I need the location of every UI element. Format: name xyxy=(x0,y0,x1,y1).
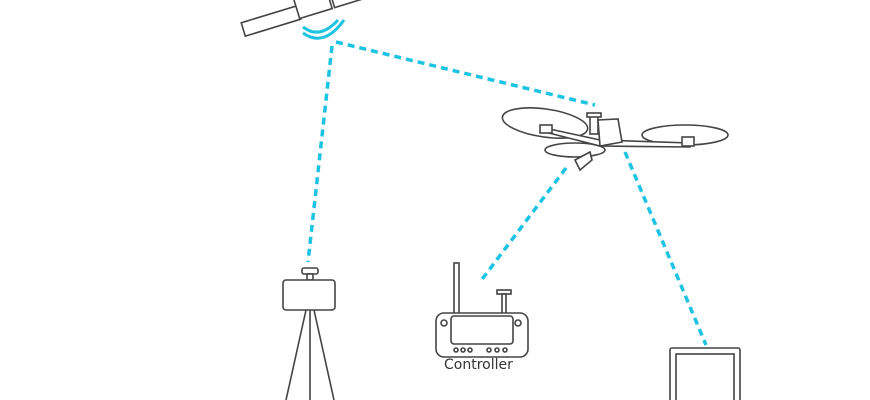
link-satellite-base xyxy=(306,45,334,263)
controller-buttons xyxy=(453,347,508,353)
link-drone-laptop xyxy=(623,151,708,346)
laptop-icon xyxy=(669,347,741,400)
link-lines xyxy=(306,40,708,346)
link-drone-controller xyxy=(478,166,568,284)
controller-label: Controller xyxy=(444,357,513,373)
drone-icon xyxy=(501,107,729,172)
satellite-icon xyxy=(240,0,374,40)
base-station-tripod-icon xyxy=(282,267,336,400)
controller-icon xyxy=(435,262,529,358)
link-satellite-drone xyxy=(335,40,596,107)
